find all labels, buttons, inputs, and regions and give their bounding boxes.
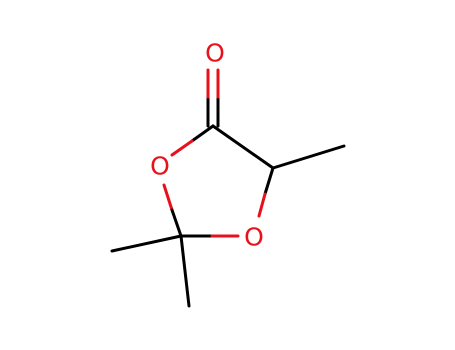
bond-ring-o-to-cq-black [170, 208, 183, 238]
bond-cq-to-methyl-down [179, 234, 191, 308]
bond-carbonyl-c-to-ring-o-black [190, 124, 215, 143]
bond-cq-to-methyl-left [110, 234, 183, 253]
bond-ch-to-methyl [271, 144, 346, 170]
atom-labels: O O O [150, 39, 264, 252]
bond-carbonyl-c-to-ring-o-red [170, 139, 194, 157]
carbonyl-oxygen-label: O [205, 39, 225, 68]
ring-oxygen-right-label: O [244, 223, 264, 252]
bond-ch-to-ring-o-black [263, 166, 275, 196]
carbonyl-double-bond [206, 68, 220, 128]
ring-oxygen-left-label: O [150, 152, 170, 181]
bond-ch-to-ring-o-red [257, 192, 267, 218]
bond-ring-o-to-cq-red [162, 183, 174, 212]
bond-carbonyl-c-to-ch [211, 124, 275, 170]
bonds [110, 68, 346, 308]
